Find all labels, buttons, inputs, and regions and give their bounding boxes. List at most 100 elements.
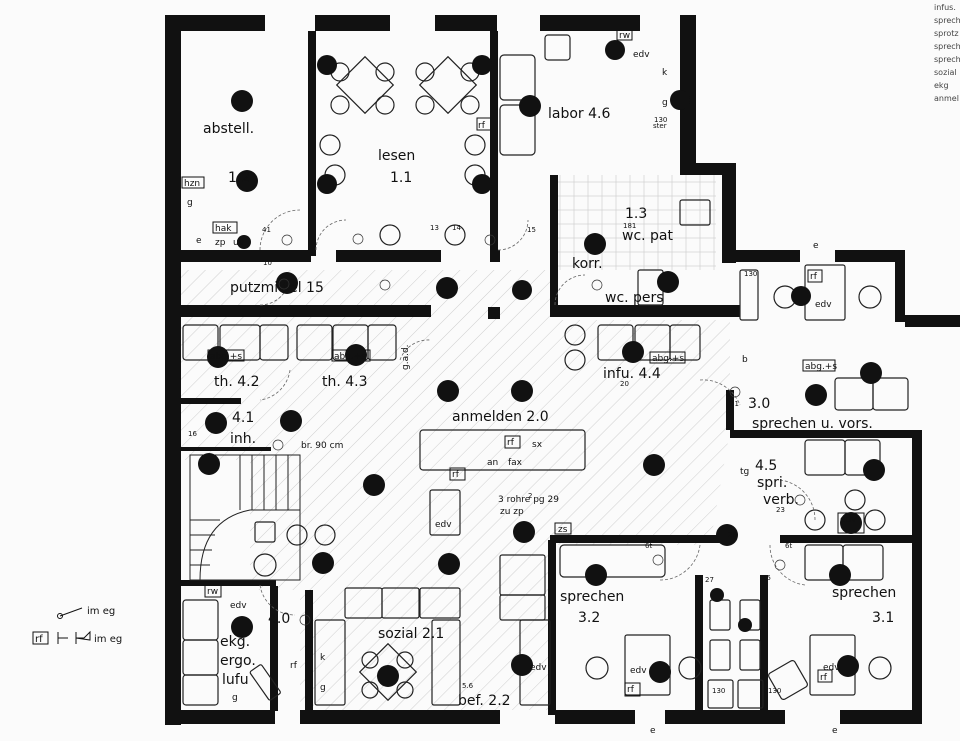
edv-label-5: edv <box>630 666 647 676</box>
room-anmelden-name: anmelden 2.0 <box>452 409 549 425</box>
num-16: 16 <box>188 430 197 438</box>
number-labels: 130 181 13 14 15 10 41 16 20 21 23 25 27… <box>188 116 792 695</box>
equipment-boxes <box>181 27 865 697</box>
room-labels: abstell. 1.2 lesen 1.1 labor 4.6 1.3 wc.… <box>203 106 896 709</box>
rohre-label-1: 3 rohre pg 29 <box>498 495 559 505</box>
rf-label-4: rf <box>452 470 460 480</box>
uv-label: uv <box>233 238 245 248</box>
rf-label-2: rf <box>810 272 818 282</box>
room-th42-name: th. 4.2 <box>214 374 260 390</box>
rohre-label-2: zu zp <box>500 507 524 517</box>
num-14: 14 <box>452 224 461 232</box>
room-putzmittel-name: putzmittel 15 <box>230 280 324 296</box>
rw-label-2: rw <box>207 587 218 597</box>
e-label-3: e <box>650 726 656 736</box>
k-label-2: k <box>320 653 326 663</box>
abgs-label-4: abg.+s <box>805 362 837 372</box>
g-label-1: g <box>187 198 193 208</box>
legend-im-eg-1: im eg <box>87 606 115 617</box>
room-sprechen31-num: 3.1 <box>872 610 894 626</box>
num-27: 27 <box>705 576 714 584</box>
margin-note-2: sprech <box>934 16 960 25</box>
room-sprechen31-name: sprechen <box>832 585 896 601</box>
e-label-2: e <box>813 241 819 251</box>
num-21: 21 <box>730 400 739 408</box>
sx-label: sx <box>532 440 543 450</box>
room-ekg-name: ekg. <box>220 634 250 650</box>
hzn-label: hzn <box>184 179 200 189</box>
staircase <box>189 454 301 581</box>
abgs-label-1: abg.+s <box>210 352 242 362</box>
rf-label-6: rf <box>820 673 828 683</box>
room-spri-num: spri. <box>757 475 787 491</box>
margin-note-4: sprech <box>934 42 960 51</box>
room-infu-name: infu. 4.4 <box>603 366 661 382</box>
room-sprechen-vors-name: 3.0 <box>748 396 770 412</box>
g-label-2: g <box>662 98 668 108</box>
num-2-9: 2 <box>528 492 532 500</box>
num-10: 10 <box>263 259 272 267</box>
margin-note-1: infus. <box>934 3 956 12</box>
rf-label-7: rf <box>290 661 298 671</box>
room-lesen-num: 1.1 <box>390 170 412 186</box>
legend-im-eg-2: im eg <box>94 634 122 645</box>
room-labor-name: labor 4.6 <box>548 106 610 122</box>
rf-label-3: rf <box>507 438 515 448</box>
room-lufu-num: lufu <box>222 672 249 688</box>
num-15: 15 <box>527 226 536 234</box>
socket-icon <box>57 632 68 644</box>
room-bef-name: bef. 2.2 <box>458 693 511 709</box>
room-th43-name: th. 4.3 <box>322 374 368 390</box>
phone-socket-icon <box>75 630 91 644</box>
hak-label: hak <box>215 224 232 234</box>
b-label: b <box>742 355 748 365</box>
room-wcpat-name: wc. pat <box>622 228 674 244</box>
furniture <box>182 34 909 709</box>
room-verb-num: verb. <box>763 492 799 508</box>
num-130-2: 130 <box>712 687 725 695</box>
margin-notes: infus. sprech sprotz sprech sprech sozia… <box>934 3 960 103</box>
column <box>488 307 500 319</box>
room-40-name: 4.0 <box>268 611 290 627</box>
room-wcpat-num: 1.3 <box>625 206 647 222</box>
edv-label-3: edv <box>435 520 452 530</box>
margin-note-8: anmel <box>934 94 959 103</box>
tg-label: tg <box>740 467 749 477</box>
margin-note-3: sprotz <box>934 29 959 38</box>
num-5-6: 5.6 <box>462 682 474 690</box>
num-130-3: 130 <box>768 687 781 695</box>
num-25: 25 <box>762 574 771 582</box>
room-wcpers-name: wc. pers <box>605 290 664 306</box>
e-label-1: e <box>196 236 202 246</box>
room-sprechen32-name: sprechen <box>560 589 624 605</box>
rf-box-icon <box>32 631 49 645</box>
edv-label-1: edv <box>633 50 650 60</box>
room-abstell-name: abstell. <box>203 121 254 137</box>
zs-label: zs <box>558 525 568 535</box>
abgs-label-3: abg.+s <box>652 354 684 364</box>
num-130-4: 130 <box>654 116 667 124</box>
edv-label-4: edv <box>840 515 857 525</box>
g-label-4: g <box>320 683 326 693</box>
room-sozial-name: sozial 2.1 <box>378 626 444 642</box>
num-6t-2: 6t <box>785 542 792 550</box>
room-abstell-num: 1.2 <box>228 170 250 186</box>
room-lesen-name: lesen <box>378 148 415 164</box>
room-spri-verb-name: 4.5 <box>755 458 777 474</box>
doors <box>259 209 816 616</box>
rw-label-1: rw <box>619 31 630 41</box>
rf-label-5: rf <box>627 685 635 695</box>
room-inh-name: 4.1 <box>232 410 254 426</box>
room-inh-num: inh. <box>230 431 256 447</box>
wc-tiles <box>556 175 716 270</box>
switch-icon <box>57 613 63 619</box>
switch-symbol <box>59 607 83 617</box>
legend-rf: rf <box>35 634 43 645</box>
edv-label-6: edv <box>823 663 840 673</box>
ster-label: ster <box>653 122 667 130</box>
g-label-3: g <box>232 693 238 703</box>
ceiling-lights <box>198 40 885 687</box>
fixture-labels: hzn hak zp uv g e rf rw edv k g ster abg… <box>184 31 857 736</box>
num-20: 20 <box>620 380 629 388</box>
